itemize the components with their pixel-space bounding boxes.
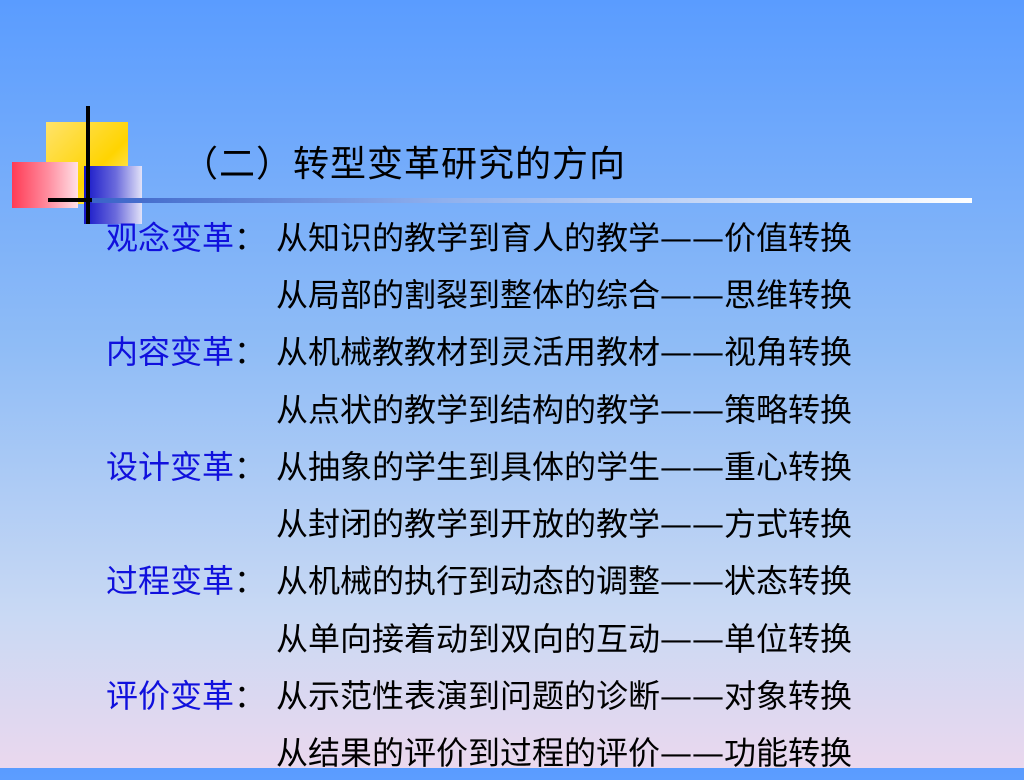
list-item: 内容变革： 从机械教教材到灵活用教材——视角转换 xyxy=(106,322,1006,379)
category-label: 内容变革： xyxy=(106,333,267,372)
decorative-logo xyxy=(0,0,160,240)
item-text: 从机械的执行到动态的调整——状态转换 xyxy=(276,562,853,601)
item-text: 从知识的教学到育人的教学——价值转换 xyxy=(276,218,853,257)
content-list: 观念变革： 从知识的教学到育人的教学——价值转换 从局部的割裂到整体的综合——思… xyxy=(106,207,1006,780)
item-text: 从抽象的学生到具体的学生——重心转换 xyxy=(276,447,853,486)
item-text: 从单向接着动到双向的互动——单位转换 xyxy=(276,619,853,658)
logo-horizontal-line xyxy=(48,198,118,202)
item-text: 从点状的教学到结构的教学——策略转换 xyxy=(276,390,853,429)
list-item: 设计变革： 从抽象的学生到具体的学生——重心转换 xyxy=(106,436,1006,493)
item-text: 从示范性表演到问题的诊断——对象转换 xyxy=(276,677,853,716)
list-item: 过程变革： 从机械的执行到动态的调整——状态转换 xyxy=(106,551,1006,608)
list-item: 从结果的评价到过程的评价——功能转换 xyxy=(106,723,1006,780)
list-item: 从单向接着动到双向的互动——单位转换 xyxy=(106,608,1006,665)
list-item: 从点状的教学到结构的教学——策略转换 xyxy=(106,379,1006,436)
category-label: 设计变革： xyxy=(106,447,267,486)
category-label: 过程变革： xyxy=(106,562,267,601)
list-item: 观念变革： 从知识的教学到育人的教学——价值转换 xyxy=(106,207,1006,264)
slide-title: （二）转型变革研究的方向 xyxy=(182,144,627,185)
category-label: 评价变革： xyxy=(106,677,267,716)
item-text: 从机械教教材到灵活用教材——视角转换 xyxy=(276,333,853,372)
item-text: 从封闭的教学到开放的教学——方式转换 xyxy=(276,505,853,544)
item-text: 从局部的割裂到整体的综合——思维转换 xyxy=(276,275,853,314)
list-item: 从局部的割裂到整体的综合——思维转换 xyxy=(106,264,1006,321)
logo-vertical-line xyxy=(86,106,90,224)
blue-square xyxy=(84,166,142,224)
list-item: 评价变革： 从示范性表演到问题的诊断——对象转换 xyxy=(106,665,1006,722)
item-text: 从结果的评价到过程的评价——功能转换 xyxy=(276,734,853,773)
list-item: 从封闭的教学到开放的教学——方式转换 xyxy=(106,493,1006,550)
category-label: 观念变革： xyxy=(106,218,267,257)
title-underline xyxy=(92,198,972,203)
